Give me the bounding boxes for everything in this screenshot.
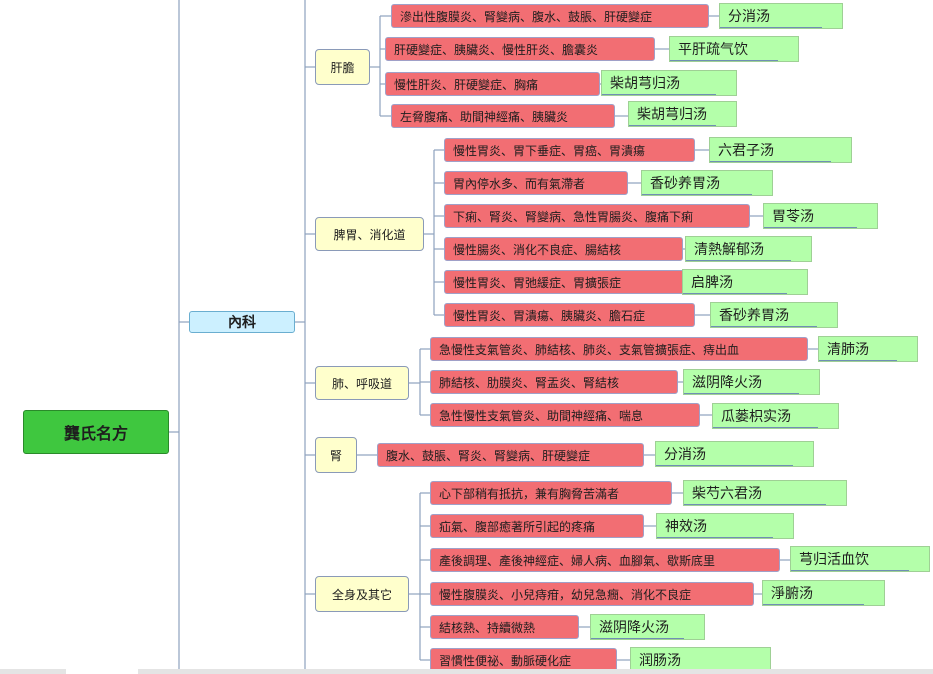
remedy-node-label: 滋阴降火汤 xyxy=(599,620,669,636)
group-node[interactable]: 腎 xyxy=(315,437,357,473)
symptom-node[interactable]: 習慣性便祕、動脈硬化症 xyxy=(430,648,617,672)
group-node-label: 全身及其它 xyxy=(331,587,392,602)
remedy-node[interactable]: 润肠汤 xyxy=(630,647,771,673)
symptom-node[interactable]: 下痢、腎炎、腎變病、急性胃腸炎、腹痛下痢 xyxy=(444,204,750,228)
remedy-node-label: 柴胡芎归汤 xyxy=(610,76,680,92)
group-node-label: 脾胃、消化道 xyxy=(333,227,406,242)
remedy-node-label: 润肠汤 xyxy=(639,653,681,669)
symptom-node-label: 心下部稍有抵抗，兼有胸脅苦滿者 xyxy=(439,486,620,501)
group-node[interactable]: 全身及其它 xyxy=(315,576,409,612)
symptom-node[interactable]: 結核熱、持續微熱 xyxy=(430,615,579,639)
horizontal-scrollbar-left[interactable] xyxy=(0,669,66,674)
group-node-label: 肺、呼吸道 xyxy=(331,376,392,391)
remedy-node-label: 香砂养胃汤 xyxy=(650,176,720,192)
symptom-node[interactable]: 肺結核、肋膜炎、腎盂炎、腎結核 xyxy=(430,370,678,394)
symptom-node-label: 慢性肝炎、肝硬變症、胸痛 xyxy=(394,77,539,92)
remedy-node[interactable]: 分消汤 xyxy=(719,3,843,29)
remedy-node-label: 芎归活血饮 xyxy=(799,552,869,568)
remedy-node-label: 分消汤 xyxy=(728,9,770,25)
remedy-node[interactable]: 清肺汤 xyxy=(818,336,918,362)
symptom-node[interactable]: 慢性腸炎、消化不良症、腸結核 xyxy=(444,237,683,261)
symptom-node-label: 慢性胃炎、胃弛緩症、胃擴張症 xyxy=(453,275,622,290)
remedy-node-label: 神效汤 xyxy=(665,519,707,535)
root-node-label: 龔氏名方 xyxy=(63,424,128,443)
remedy-node-label: 启脾汤 xyxy=(691,275,733,291)
remedy-node[interactable]: 平肝疏气饮 xyxy=(669,36,799,62)
symptom-node-label: 胃內停水多、而有氣滯者 xyxy=(453,176,586,191)
symptom-node-label: 肝硬變症、胰臟炎、慢性肝炎、膽囊炎 xyxy=(394,42,599,57)
remedy-node[interactable]: 柴芍六君汤 xyxy=(683,480,847,506)
horizontal-scrollbar[interactable] xyxy=(138,669,933,674)
remedy-node-label: 滋阴降火汤 xyxy=(692,375,762,391)
group-node-label: 肝膽 xyxy=(330,60,355,75)
symptom-node[interactable]: 慢性腹膜炎、小兒痔疳，幼兒急癇、消化不良症 xyxy=(430,582,754,606)
symptom-node[interactable]: 急性慢性支氣管炎、助間神經痛、喘息 xyxy=(430,403,700,427)
group-node[interactable]: 肺、呼吸道 xyxy=(315,366,409,400)
symptom-node-label: 肺結核、肋膜炎、腎盂炎、腎結核 xyxy=(439,375,620,390)
remedy-node-label: 六君子汤 xyxy=(718,143,774,159)
symptom-node-label: 急慢性支氣管炎、肺結核、肺炎、支氣管擴張症、痔出血 xyxy=(439,342,740,357)
remedy-node[interactable]: 柴胡芎归汤 xyxy=(628,101,737,127)
remedy-node[interactable]: 香砂养胃汤 xyxy=(710,302,838,328)
root-node[interactable]: 龔氏名方 xyxy=(23,410,169,454)
symptom-node[interactable]: 心下部稍有抵抗，兼有胸脅苦滿者 xyxy=(430,481,672,505)
symptom-node[interactable]: 疝氣、腹部癒著所引起的疼痛 xyxy=(430,514,644,538)
remedy-node-label: 清熱解郁汤 xyxy=(694,242,764,258)
symptom-node[interactable]: 產後調理、產後神經症、婦人病、血腳氣、歇斯底里 xyxy=(430,548,780,572)
group-node[interactable]: 肝膽 xyxy=(315,49,370,85)
remedy-node[interactable]: 神效汤 xyxy=(656,513,794,539)
symptom-node-label: 慢性腸炎、消化不良症、腸結核 xyxy=(453,242,622,257)
symptom-node[interactable]: 肝硬變症、胰臟炎、慢性肝炎、膽囊炎 xyxy=(385,37,655,61)
remedy-node[interactable]: 芎归活血饮 xyxy=(790,546,930,572)
symptom-node-label: 左脅腹痛、助間神經痛、胰臟炎 xyxy=(400,109,569,124)
remedy-node-label: 淨腑汤 xyxy=(771,586,813,602)
remedy-node-label: 瓜蒌枳实汤 xyxy=(721,409,791,425)
group-node[interactable]: 脾胃、消化道 xyxy=(315,217,424,251)
remedy-node-label: 清肺汤 xyxy=(827,342,869,358)
group-node-label: 腎 xyxy=(329,448,342,463)
remedy-node[interactable]: 柴胡芎归汤 xyxy=(601,70,737,96)
symptom-node-label: 急性慢性支氣管炎、助間神經痛、喘息 xyxy=(439,408,644,423)
remedy-node-label: 胃苓汤 xyxy=(772,209,814,225)
remedy-node[interactable]: 胃苓汤 xyxy=(763,203,878,229)
symptom-node-label: 慢性胃炎、胃潰瘍、胰臟炎、膽石症 xyxy=(453,308,646,323)
remedy-node[interactable]: 分消汤 xyxy=(655,441,814,467)
remedy-node[interactable]: 清熱解郁汤 xyxy=(685,236,812,262)
symptom-node[interactable]: 慢性胃炎、胃下垂症、胃癌、胃潰瘍 xyxy=(444,138,695,162)
symptom-node[interactable]: 慢性胃炎、胃潰瘍、胰臟炎、膽石症 xyxy=(444,303,695,327)
symptom-node-label: 慢性腹膜炎、小兒痔疳，幼兒急癇、消化不良症 xyxy=(439,587,692,602)
remedy-node-label: 柴芍六君汤 xyxy=(692,486,762,502)
symptom-node[interactable]: 慢性胃炎、胃弛緩症、胃擴張症 xyxy=(444,270,688,294)
symptom-node-label: 疝氣、腹部癒著所引起的疼痛 xyxy=(439,519,596,534)
remedy-node[interactable]: 香砂养胃汤 xyxy=(641,170,773,196)
remedy-node[interactable]: 滋阴降火汤 xyxy=(683,369,820,395)
symptom-node[interactable]: 慢性肝炎、肝硬變症、胸痛 xyxy=(385,72,600,96)
remedy-node[interactable]: 启脾汤 xyxy=(682,269,808,295)
remedy-node-label: 平肝疏气饮 xyxy=(678,42,748,58)
symptom-node[interactable]: 左脅腹痛、助間神經痛、胰臟炎 xyxy=(391,104,615,128)
symptom-node-label: 結核熱、持續微熱 xyxy=(439,620,536,635)
remedy-node[interactable]: 六君子汤 xyxy=(709,137,852,163)
symptom-node-label: 慢性胃炎、胃下垂症、胃癌、胃潰瘍 xyxy=(453,143,646,158)
symptom-node[interactable]: 腹水、鼓脹、腎炎、腎變病、肝硬變症 xyxy=(377,443,644,467)
symptom-node[interactable]: 滲出性腹膜炎、腎變病、腹水、鼓脹、肝硬變症 xyxy=(391,4,709,28)
symptom-node-label: 產後調理、產後神經症、婦人病、血腳氣、歇斯底里 xyxy=(439,553,716,568)
remedy-node[interactable]: 瓜蒌枳实汤 xyxy=(712,403,839,429)
symptom-node-label: 習慣性便祕、動脈硬化症 xyxy=(439,653,572,668)
symptom-node[interactable]: 胃內停水多、而有氣滯者 xyxy=(444,171,628,195)
remedy-node-label: 分消汤 xyxy=(664,447,706,463)
symptom-node-label: 腹水、鼓脹、腎炎、腎變病、肝硬變症 xyxy=(386,448,591,463)
remedy-node[interactable]: 淨腑汤 xyxy=(762,580,885,606)
symptom-node-label: 滲出性腹膜炎、腎變病、腹水、鼓脹、肝硬變症 xyxy=(400,9,653,24)
remedy-node-label: 香砂养胃汤 xyxy=(719,308,789,324)
remedy-node[interactable]: 滋阴降火汤 xyxy=(590,614,705,640)
symptom-node-label: 下痢、腎炎、腎變病、急性胃腸炎、腹痛下痢 xyxy=(453,209,694,224)
category-node-label: 內科 xyxy=(228,315,256,331)
category-node[interactable]: 內科 xyxy=(189,311,295,333)
symptom-node[interactable]: 急慢性支氣管炎、肺結核、肺炎、支氣管擴張症、痔出血 xyxy=(430,337,808,361)
remedy-node-label: 柴胡芎归汤 xyxy=(637,107,707,123)
